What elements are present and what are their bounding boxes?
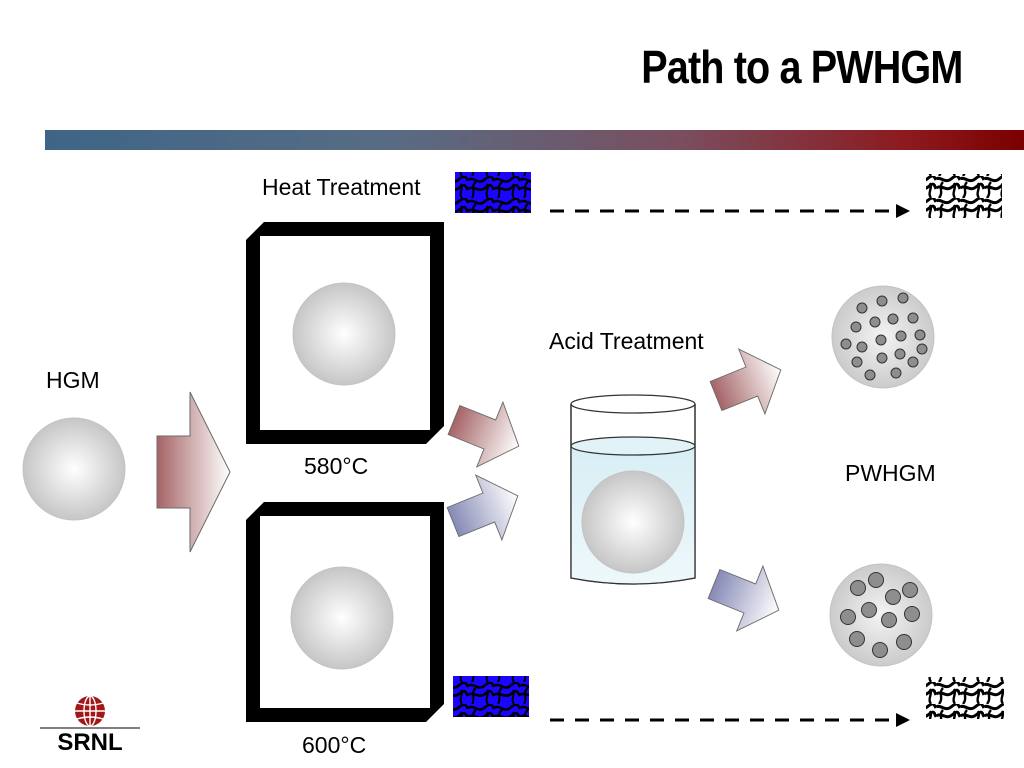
label-heat-treatment: Heat Treatment <box>262 174 421 200</box>
slide-title: Path to a PWHGM <box>640 41 963 93</box>
pwhgm-sphere-large-pores <box>829 563 933 667</box>
label-acid-treatment: Acid Treatment <box>549 328 704 354</box>
texture-bw-top <box>926 174 1002 218</box>
furnace-top <box>246 222 444 444</box>
sphere-in-beaker <box>581 470 685 574</box>
sphere-in-furnace-bottom <box>290 566 394 670</box>
texture-bw-bottom <box>926 677 1004 719</box>
hgm-to-furnace-arrow <box>156 391 231 553</box>
beaker-to-product-bottom-arrow <box>707 564 780 632</box>
label-pwhgm: PWHGM <box>845 460 936 486</box>
title-gradient-rule <box>45 130 1024 150</box>
pwhgm-sphere-small-pores <box>831 285 935 389</box>
acid-beaker <box>570 394 696 585</box>
label-hgm: HGM <box>46 367 100 393</box>
furnace-bottom-to-beaker-arrow <box>446 474 519 542</box>
furnace-bottom <box>246 502 444 722</box>
beaker-to-product-top-arrow <box>709 348 782 416</box>
texture-blue-top <box>455 172 531 213</box>
texture-blue-bottom <box>453 676 529 717</box>
hgm-sphere <box>22 417 126 521</box>
label-temp-580: 580°C <box>304 453 369 479</box>
sphere-in-furnace-top <box>292 282 396 386</box>
srnl-logo: SRNL <box>38 690 142 756</box>
furnace-top-to-beaker-arrow <box>447 400 520 468</box>
srnl-logo-text: SRNL <box>57 729 122 756</box>
label-temp-600: 600°C <box>302 732 367 758</box>
dashed-arrow-top <box>550 204 910 218</box>
dashed-arrow-bottom <box>550 713 910 727</box>
